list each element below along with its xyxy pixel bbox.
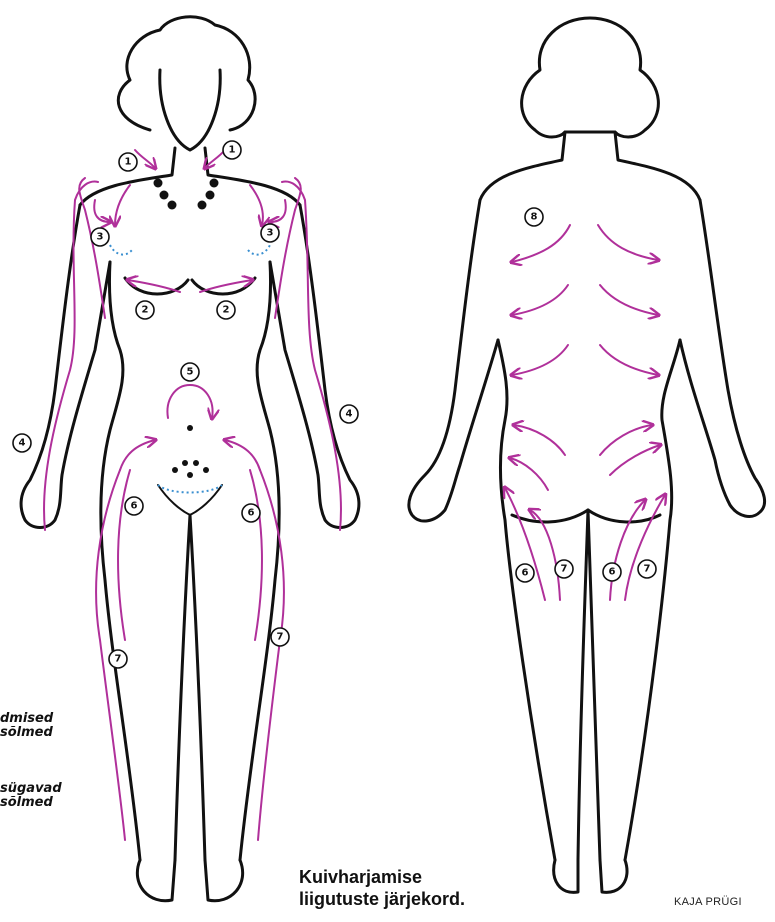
front-badge-7b-label: 7: [277, 632, 284, 643]
back-badge-6a: 6: [516, 564, 534, 582]
back-badge-7b-label: 7: [644, 564, 651, 575]
front-badge-7b: 7: [271, 628, 289, 646]
back-left-arm: [409, 200, 498, 521]
back-badge-6b: 6: [603, 563, 621, 581]
front-badge-1b-label: 1: [229, 145, 236, 156]
back-badge-8: 8: [525, 208, 543, 226]
front-badge-3b: 3: [261, 224, 279, 242]
front-badge-2b: 2: [217, 301, 235, 319]
front-badge-3a: 3: [91, 228, 109, 246]
legend-superficial-nodes: dmised sõlmed: [0, 712, 53, 740]
front-badge-4a: 4: [13, 434, 31, 452]
front-badge-5-label: 5: [187, 367, 194, 378]
front-badge-1a: 1: [119, 153, 137, 171]
back-badge-8-label: 8: [531, 212, 538, 223]
front-face: [160, 70, 220, 150]
back-hair: [522, 18, 659, 137]
figure-caption: Kuivharjamise liigutuste järjekord.: [299, 866, 509, 910]
front-badge-1a-label: 1: [125, 157, 132, 168]
front-badge-6b-label: 6: [248, 508, 255, 519]
front-badge-1b: 1: [223, 141, 241, 159]
front-badge-4b-label: 4: [346, 409, 353, 420]
front-badge-7a-label: 7: [115, 654, 122, 665]
front-left-arm: [21, 205, 110, 528]
front-badge-3a-label: 3: [97, 232, 104, 243]
back-badge-7b: 7: [638, 560, 656, 578]
front-badge-7a: 7: [109, 650, 127, 668]
front-badge-2a-label: 2: [142, 305, 149, 316]
back-badge-7a-label: 7: [561, 564, 568, 575]
front-badge-5: 5: [181, 363, 199, 381]
photo-credit: KAJA PRÜGI: [674, 896, 742, 908]
front-badge-6a: 6: [125, 497, 143, 515]
back-figure: 8 6 7 6 7: [409, 18, 765, 892]
front-hair: [118, 17, 255, 130]
back-right-arm: [680, 200, 765, 516]
front-badge-4a-label: 4: [19, 438, 26, 449]
back-badge-6a-label: 6: [522, 568, 529, 579]
front-badge-4b: 4: [340, 405, 358, 423]
front-figure: 1 1 3 3 2 2 5 4 4 6 6 7 7: [13, 17, 359, 901]
front-badge-3b-label: 3: [267, 228, 274, 239]
back-badge-7a: 7: [555, 560, 573, 578]
front-badge-2a: 2: [136, 301, 154, 319]
front-badge-6b: 6: [242, 504, 260, 522]
front-badge-2b-label: 2: [223, 305, 230, 316]
legend-deep-nodes: sügavad sõlmed: [0, 782, 62, 810]
back-badge-6b-label: 6: [609, 567, 616, 578]
front-badge-6a-label: 6: [131, 501, 138, 512]
